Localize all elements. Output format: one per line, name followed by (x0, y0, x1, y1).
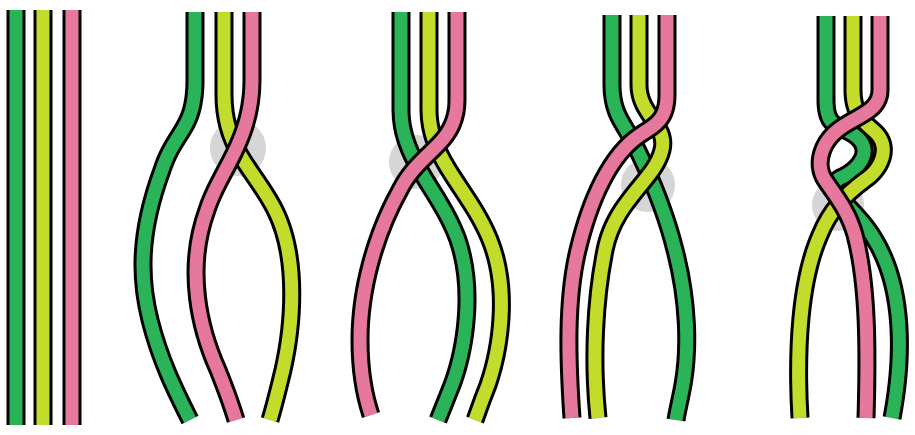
panel-step-4 (569, 15, 687, 420)
panel-step-2 (143, 12, 292, 420)
panel-step-5 (799, 16, 900, 418)
panel-step-3 (360, 12, 501, 420)
panel-step-1 (16, 10, 72, 425)
